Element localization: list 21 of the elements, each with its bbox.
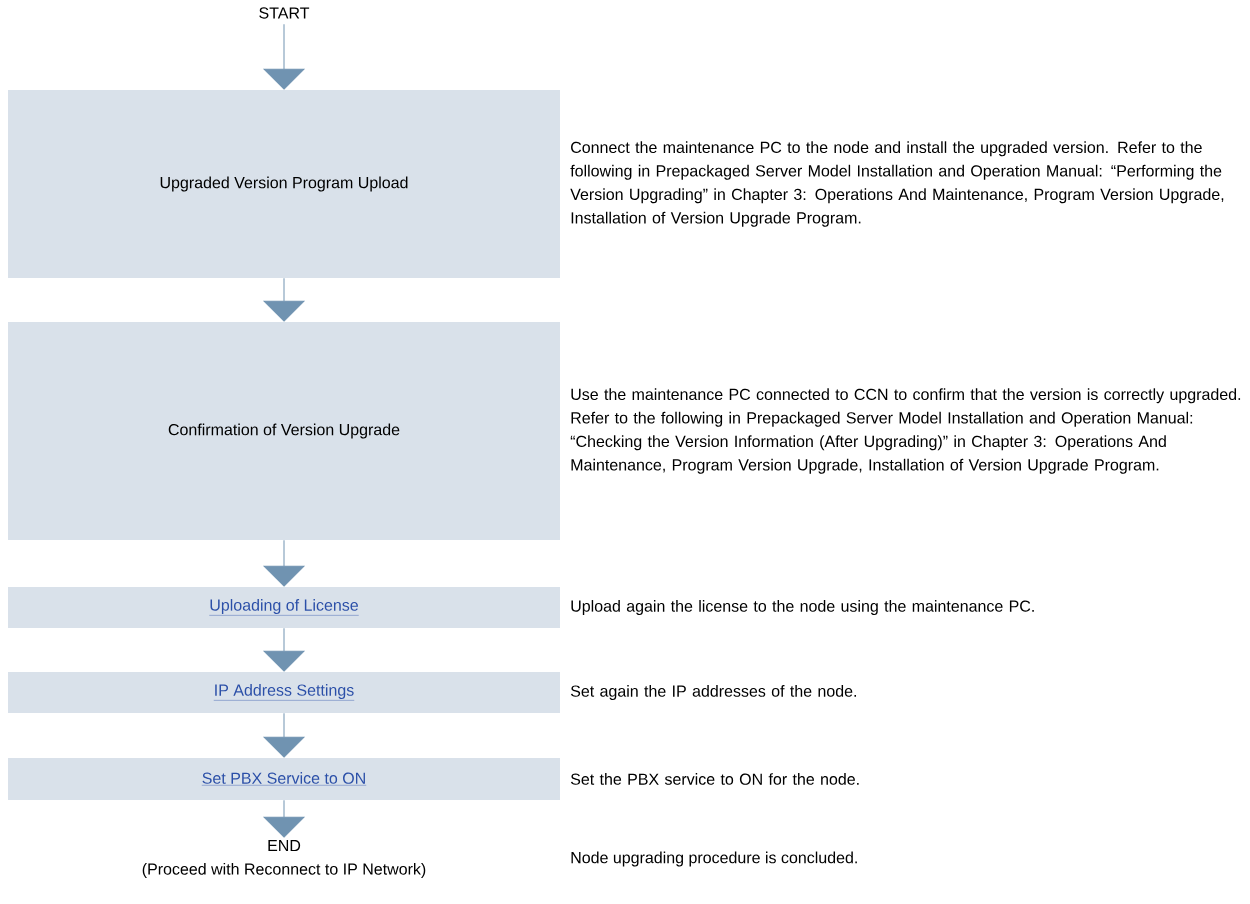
arrow [263, 539, 305, 587]
description-text: “Checking the Version Information (After Upgrading)” in Chapter 3: Operations And Maintenance, Program Version Upgrade, Installation of Version Upgrade Program. [570, 435, 1166, 474]
arrow [263, 799, 305, 838]
description-text: Upload again the license to the node using the maintenance PC. [571, 600, 1034, 615]
process-box: Confirmation of Version Upgrade [8, 322, 560, 540]
terminal-text: START [259, 7, 310, 19]
arrow [263, 277, 305, 322]
arrow [263, 23, 305, 90]
description-text: Use the maintenance PC connected to CCN to confirm that the version is correctly upgraded. Refer to the following in Prepackaged Server Model Installation and Operation Manual: [571, 388, 1241, 427]
process-box: Upgraded Version Program Upload [8, 90, 560, 278]
arrow [263, 627, 305, 672]
terminal-text: END [268, 840, 301, 852]
description-text: Set again the IP addresses of the node. [570, 685, 856, 700]
description-text: Connect the maintenance PC to the node and install the upgraded version. Refer to the following in Prepackaged Server Model Installation and Operation Manual: “Performing the Version Upgrading” in Chapter 3: Operations And Maintenance, Program Version Upgrade, Installation of Version Upgrade Program. [570, 141, 1224, 227]
description-text: Set the PBX service to ON for the node. [570, 773, 859, 785]
process-box: IP Address Settings [8, 672, 560, 713]
process-box: Set PBX Service to ON [8, 758, 560, 800]
arrow [263, 712, 305, 758]
terminal-text: (Proceed with Reconnect to IP Network) [142, 863, 426, 878]
description-text: Node upgrading procedure is concluded. [571, 851, 857, 867]
process-box: Uploading of License [8, 587, 560, 628]
